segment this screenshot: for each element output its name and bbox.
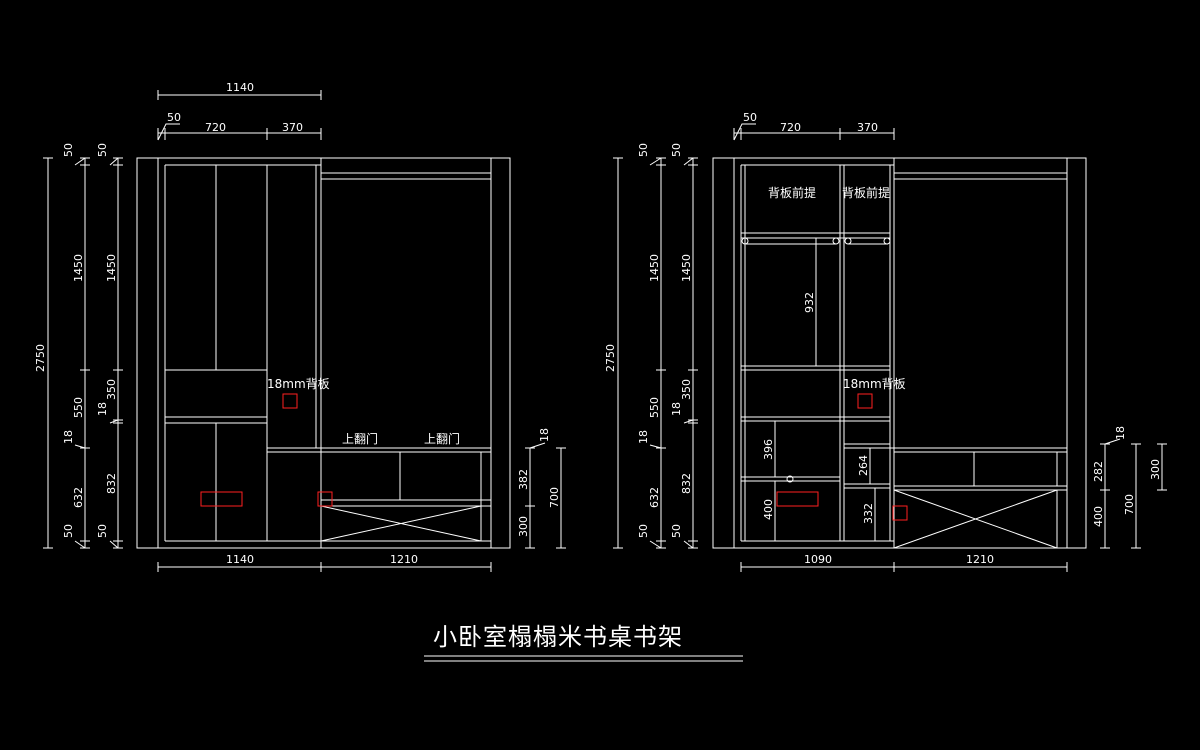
left-dim-v-50b: 50 [62, 524, 75, 538]
left-dim-v-50a: 50 [62, 143, 75, 157]
left-dim-v-50d: 50 [96, 524, 109, 538]
left-dim-v-18a: 18 [62, 430, 75, 444]
left-dim-r-700: 700 [548, 487, 561, 508]
right-red-marker-drawer [776, 491, 819, 507]
right-dim-i-332: 332 [862, 503, 875, 524]
left-dim-r-382: 382 [517, 469, 530, 490]
right-dim-v-50b: 50 [637, 524, 650, 538]
left-elevation: 1140 50 720 370 [34, 81, 566, 572]
drawing-title: 小卧室榻榻米书桌书架 [433, 623, 683, 651]
right-dim-top-50: 50 [743, 111, 757, 124]
left-red-marker-back [282, 393, 298, 409]
right-dim-v-832: 832 [680, 473, 693, 494]
right-dim-v-350: 350 [680, 379, 693, 400]
right-dim-v-18a: 18 [637, 430, 650, 444]
left-dim-top-50: 50 [167, 111, 181, 124]
left-label-flip-door-2: 上翻门 [424, 431, 460, 446]
left-right-dimensions [525, 442, 566, 549]
right-dim-v-1450b: 1450 [680, 254, 693, 282]
left-label-flip-door-1: 上翻门 [342, 431, 378, 446]
right-dim-r-400: 400 [1092, 506, 1105, 527]
left-dim-v-350: 350 [105, 379, 118, 400]
right-dim-v-18b: 18 [670, 402, 683, 416]
right-dim-r-300: 300 [1149, 459, 1162, 480]
right-red-marker-back [857, 393, 873, 409]
right-dim-v-1450a: 1450 [648, 254, 661, 282]
left-red-marker-drawer [200, 491, 243, 507]
left-dim-top-total: 1140 [226, 81, 254, 94]
right-label-back-panel-front-2: 背板前提 [842, 185, 890, 200]
right-right-dimensions [1100, 438, 1167, 549]
left-vertical-dimensions [43, 157, 123, 549]
right-bottom-dimensions [740, 562, 1068, 572]
right-dim-i-400: 400 [762, 499, 775, 520]
right-hanging-rods [741, 237, 891, 245]
right-elevation: 50 720 370 [604, 111, 1167, 572]
left-dim-r-18: 18 [538, 428, 551, 442]
right-dim-r-700: 700 [1123, 494, 1136, 515]
right-knob-icon [786, 475, 794, 483]
right-dim-r-18: 18 [1114, 426, 1127, 440]
left-dim-v-18b: 18 [96, 402, 109, 416]
left-dim-top-720: 720 [205, 121, 226, 134]
left-label-back-panel: 18mm背板 [267, 377, 330, 391]
left-dim-bottom-1210: 1210 [390, 553, 418, 566]
left-dim-v-50c: 50 [96, 143, 109, 157]
left-dim-v-1450a: 1450 [72, 254, 85, 282]
right-dim-bottom-1090: 1090 [804, 553, 832, 566]
left-dim-v-632: 632 [72, 487, 85, 508]
left-cabinet-outline [136, 157, 511, 549]
right-dim-i-264: 264 [857, 455, 870, 476]
left-dim-v-832: 832 [105, 473, 118, 494]
right-dim-v-2750: 2750 [604, 344, 617, 372]
right-dim-top-720: 720 [780, 121, 801, 134]
left-top-dimensions [157, 90, 322, 141]
right-dim-v-550: 550 [648, 397, 661, 418]
left-dim-v-2750: 2750 [34, 344, 47, 372]
right-dim-i-396: 396 [762, 439, 775, 460]
right-vertical-dimensions [613, 157, 698, 549]
right-dim-v-50c: 50 [670, 143, 683, 157]
right-red-marker-desk [892, 505, 908, 521]
right-dim-r-282: 282 [1092, 461, 1105, 482]
right-dim-v-632: 632 [648, 487, 661, 508]
left-dim-v-1450b: 1450 [105, 254, 118, 282]
left-red-marker-desk [317, 491, 333, 507]
left-dim-v-550: 550 [72, 397, 85, 418]
left-bottom-dimensions [157, 562, 492, 572]
right-dim-v-50d: 50 [670, 524, 683, 538]
left-dim-bottom-1140: 1140 [226, 553, 254, 566]
right-cabinet-outline [712, 157, 1087, 549]
right-dim-bottom-1210: 1210 [966, 553, 994, 566]
right-top-dimensions [733, 123, 895, 141]
right-label-back-panel-front-1: 背板前提 [768, 185, 816, 200]
left-dim-r-300: 300 [517, 516, 530, 537]
right-dim-i-932: 932 [803, 292, 816, 313]
right-dim-top-370: 370 [857, 121, 878, 134]
right-label-back-panel: 18mm背板 [843, 377, 906, 391]
right-dim-v-50a: 50 [637, 143, 650, 157]
left-dim-top-370: 370 [282, 121, 303, 134]
